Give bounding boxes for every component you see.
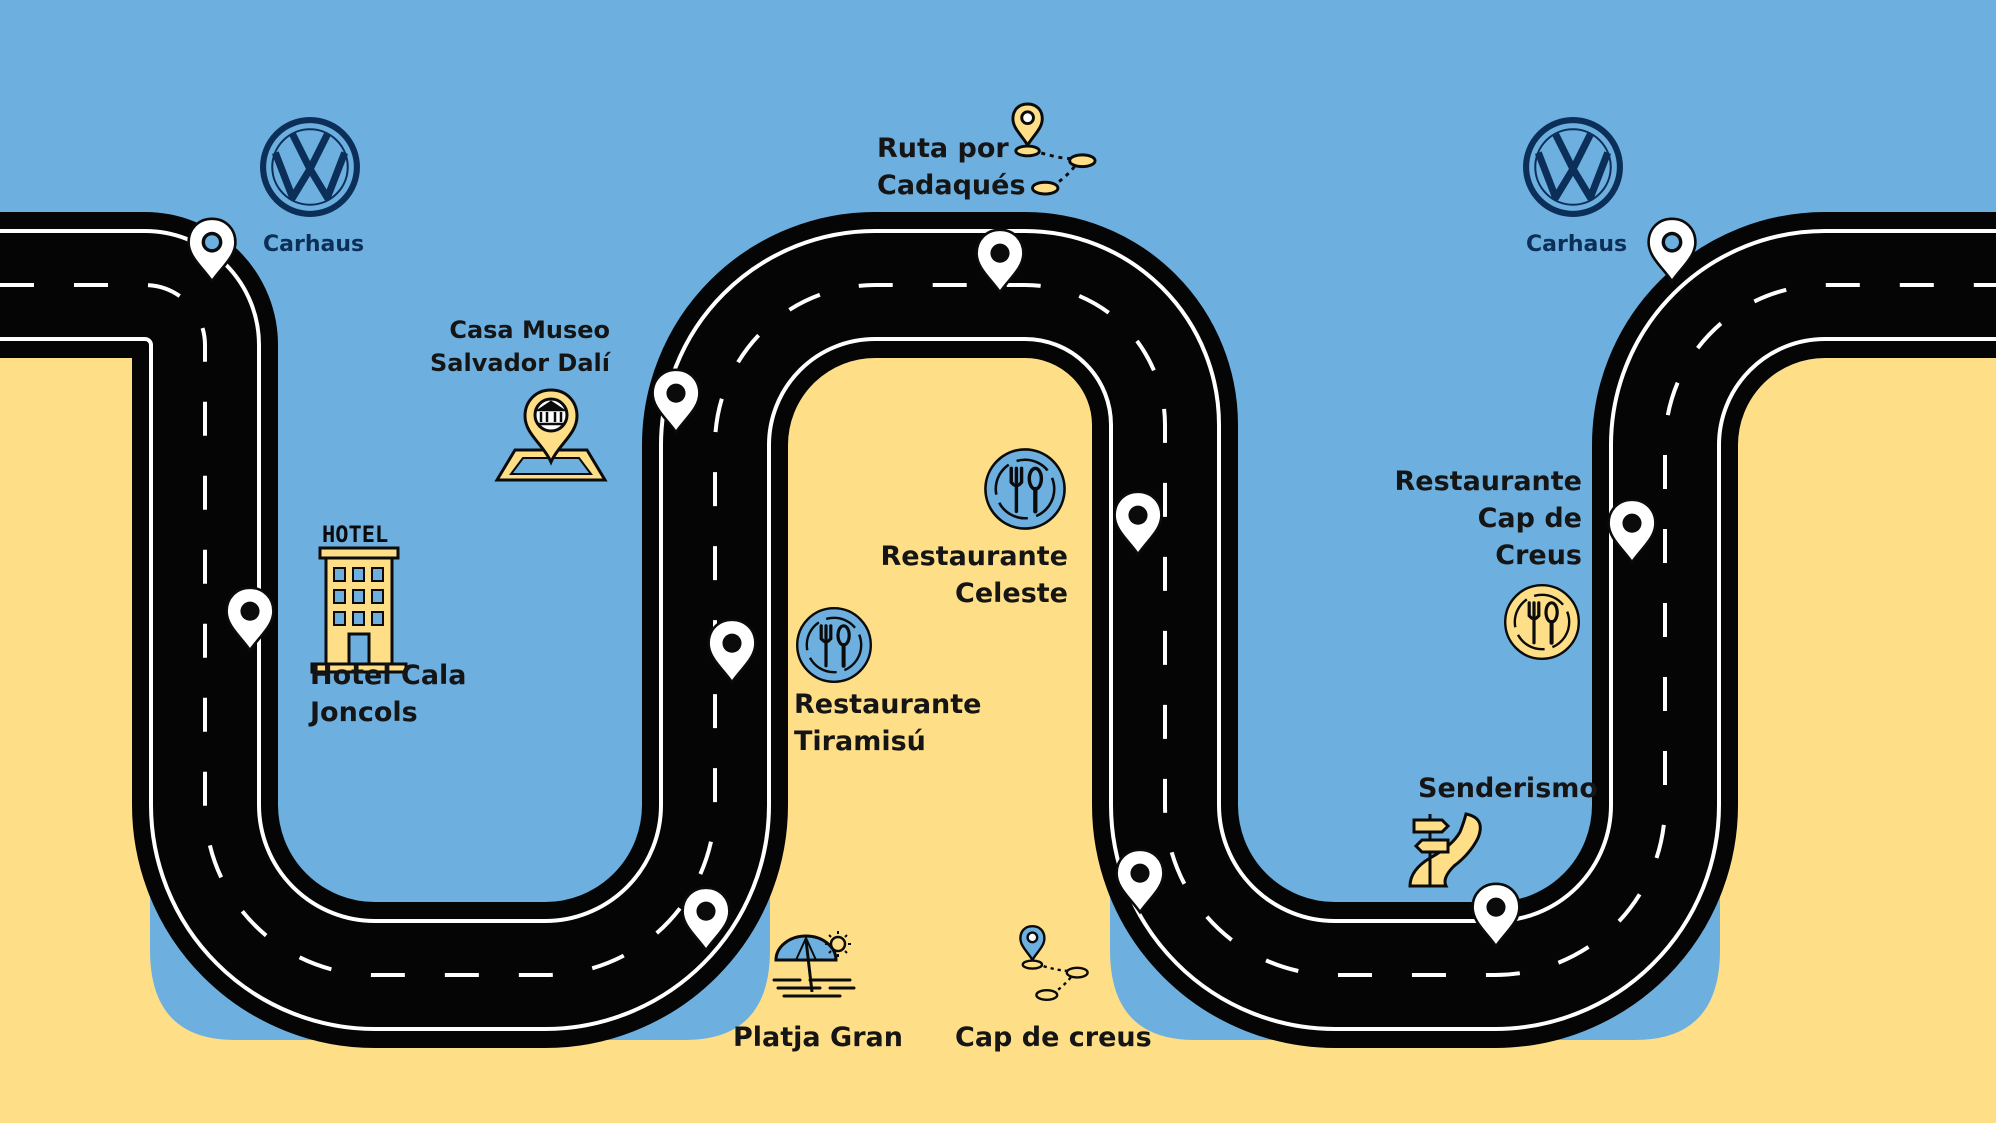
stop-label-restaurante-cap-de-creus: Restaurante Cap de Creus [1394, 466, 1583, 571]
stop-label-senderismo: Senderismo [1418, 773, 1598, 804]
cutlery-icon [985, 449, 1064, 528]
cutlery-icon [1503, 583, 1581, 661]
brand-label-left: Carhaus [263, 232, 365, 257]
stop-label-celeste: Restaurante Celeste [880, 541, 1069, 609]
stop-label-cap: Cap de creus [955, 1022, 1152, 1053]
stop-label-tiramisu: Restaurante Tiramisú [794, 689, 982, 757]
sand-background [0, 355, 1996, 1123]
stop-label-hotel: Hotel Cala Joncols [310, 660, 467, 728]
svg-text:HOTEL: HOTEL [322, 523, 388, 548]
stop-label-platja: Platja Gran [733, 1022, 903, 1053]
hiking-signpost-icon [1408, 812, 1482, 888]
brand-label-right: Carhaus [1526, 232, 1628, 257]
museum-map-pin-icon [494, 388, 608, 482]
cutlery-icon [795, 606, 873, 684]
beach-umbrella-icon [772, 931, 856, 998]
stop-label-museo: Casa Museo Salvador Dalí [430, 316, 610, 377]
hotel-building-icon: HOTEL [310, 523, 408, 674]
stop-label-ruta: Ruta por Cadaqués [877, 133, 1026, 201]
